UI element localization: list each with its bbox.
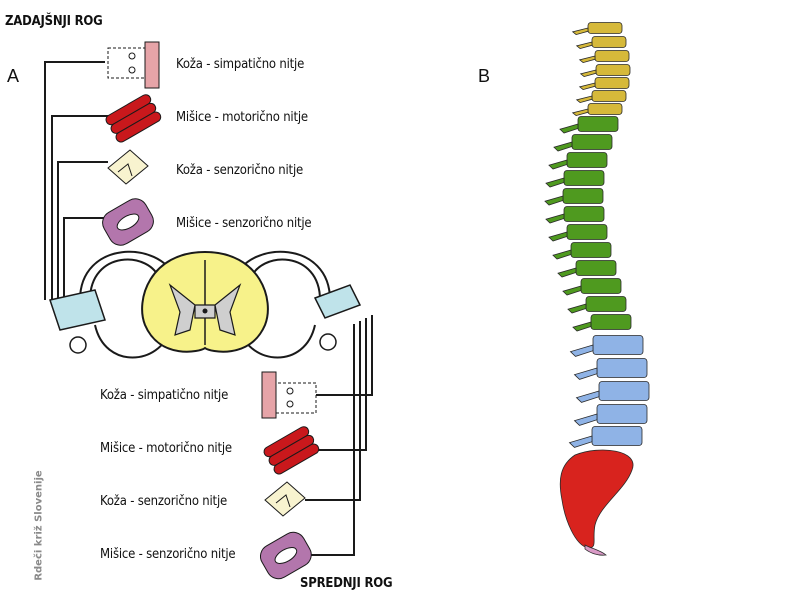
red-cross-watermark: Rdeči križ Slovenije xyxy=(33,470,45,581)
cervical-vertebra-process xyxy=(575,95,593,104)
cervical-vertebra xyxy=(587,22,623,34)
panel-b-letter: B xyxy=(478,66,491,86)
cervical-vertebra-process xyxy=(575,41,593,50)
thoracic-vertebra-process xyxy=(562,285,582,296)
coccyx xyxy=(584,544,607,556)
cervical-vertebra-process xyxy=(578,82,596,91)
cervical-vertebra xyxy=(591,36,627,48)
thoracic-vertebra-process xyxy=(572,321,592,332)
lumbar-vertebra xyxy=(598,381,650,401)
bottom-skin-sensory-icon xyxy=(264,481,306,517)
cervical-vertebra-process xyxy=(571,27,589,36)
cervical-vertebra-process xyxy=(571,108,589,117)
sacrum xyxy=(559,449,634,549)
cervical-vertebra xyxy=(595,64,631,76)
thoracic-vertebra-process xyxy=(548,231,568,242)
thoracic-vertebra xyxy=(563,206,605,222)
panel-a-letter: A xyxy=(7,66,20,86)
thoracic-vertebra-process xyxy=(544,195,564,206)
thoracic-vertebra-process xyxy=(567,303,587,314)
bottom-muscle-sensory-icon xyxy=(259,531,312,580)
bottom-skin-sympathetic-icon xyxy=(261,371,317,419)
thoracic-vertebra-process xyxy=(553,141,573,152)
lumbar-vertebra-process xyxy=(569,344,594,357)
spine-illustration xyxy=(544,22,650,556)
cervical-vertebra xyxy=(591,90,627,102)
cervical-vertebra-process xyxy=(579,69,597,78)
top-item-1: Koža - simpatično nitje xyxy=(176,57,305,72)
thoracic-vertebra-process xyxy=(552,249,572,260)
top-skin-sympathetic-icon xyxy=(107,41,160,89)
thoracic-vertebra xyxy=(577,116,619,132)
thoracic-vertebra xyxy=(571,134,613,150)
thoracic-vertebra xyxy=(580,278,622,294)
lumbar-vertebra xyxy=(592,335,644,355)
lumbar-vertebra-process xyxy=(573,367,598,380)
top-muscle-sensory-icon xyxy=(102,198,154,246)
thoracic-vertebra-process xyxy=(545,213,565,224)
bottom-item-2: Mišice - motorično nitje xyxy=(100,441,232,456)
thoracic-vertebra xyxy=(566,152,608,168)
bottom-muscle-motor-icon xyxy=(263,426,320,475)
top-item-3: Koža - senzorično nitje xyxy=(176,163,303,178)
top-item-4: Mišice - senzorično nitje xyxy=(176,216,312,231)
thoracic-vertebra xyxy=(566,224,608,240)
thoracic-vertebra xyxy=(562,188,604,204)
lumbar-vertebra xyxy=(596,404,648,424)
thoracic-vertebra xyxy=(570,242,612,258)
lumbar-vertebra-process xyxy=(575,390,600,403)
thoracic-vertebra-process xyxy=(557,267,577,278)
bottom-item-4: Mišice - senzorično nitje xyxy=(100,547,236,562)
bottom-item-3: Koža - senzorično nitje xyxy=(100,494,227,509)
top-skin-sensory-icon xyxy=(107,149,149,185)
dorsal-horn-title: ZADAJŠNJI ROG xyxy=(5,14,103,29)
lumbar-vertebra xyxy=(591,426,643,446)
thoracic-vertebra xyxy=(585,296,627,312)
thoracic-vertebra xyxy=(575,260,617,276)
thoracic-vertebra-process xyxy=(548,159,568,170)
thoracic-vertebra xyxy=(563,170,605,186)
top-muscle-motor-icon xyxy=(105,94,162,143)
lumbar-vertebra-process xyxy=(568,435,593,448)
cervical-vertebra xyxy=(587,103,623,115)
lumbar-vertebra xyxy=(596,358,648,378)
lumbar-vertebra-process xyxy=(573,413,598,426)
ventral-horn-title: SPREDNJI ROG xyxy=(300,576,393,591)
bottom-item-1: Koža - simpatično nitje xyxy=(100,388,229,403)
thoracic-vertebra-process xyxy=(559,123,579,134)
cervical-vertebra xyxy=(594,50,630,62)
top-item-2: Mišice - motorično nitje xyxy=(176,110,308,125)
ganglion-right-shape xyxy=(313,284,362,319)
cervical-vertebra xyxy=(594,77,630,89)
spinal-cord-section xyxy=(141,250,269,353)
thoracic-vertebra xyxy=(590,314,632,330)
ganglion-left-shape xyxy=(49,289,106,331)
cervical-vertebra-process xyxy=(578,55,596,64)
thoracic-vertebra-process xyxy=(545,177,565,188)
